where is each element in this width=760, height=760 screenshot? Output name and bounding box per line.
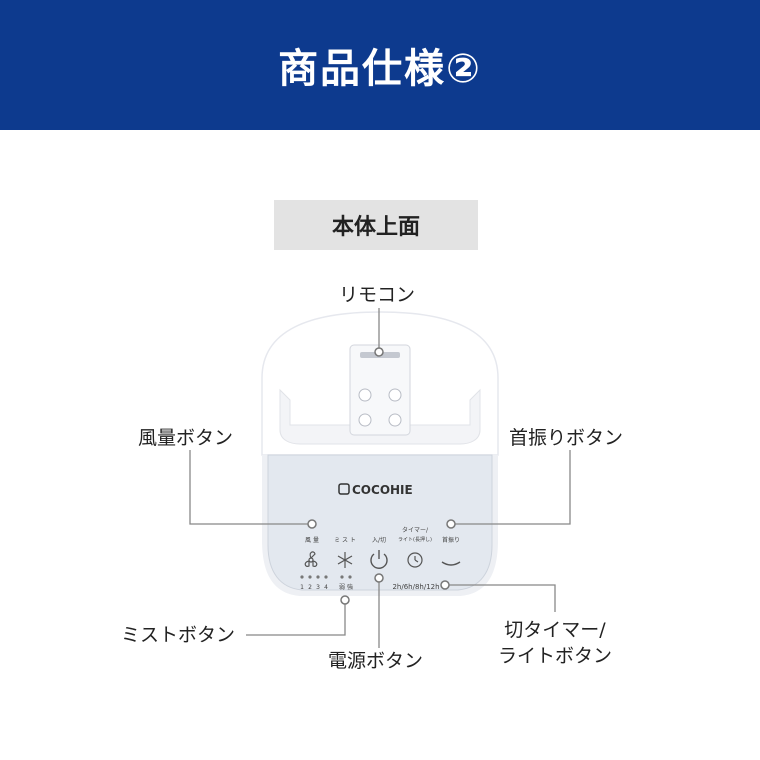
timer-light-icon[interactable] [407,552,423,568]
swing-icon[interactable] [441,561,461,566]
remote-control [349,344,411,436]
control-panel [267,454,493,591]
fan-level-3: 3 [316,584,320,591]
mist-level-weak: 弱 [339,584,345,591]
callout-mist-button: ミストボタン [121,624,236,646]
fan-level-indicators [300,575,352,579]
callout-timer-light-line1: 切タイマー/ [504,619,606,641]
callout-remote: リモコン [339,284,416,306]
timer-options-label: 2h/6h/8h/12h [392,583,439,591]
power-label: 入/切 [372,537,386,544]
section-label: 本体上面 [274,200,478,250]
fan-level-1: 1 [300,584,304,591]
mist-icon[interactable] [337,552,353,568]
brand-logo-text: COCOHIE [352,483,413,497]
swing-label: 首振り [442,536,460,544]
callout-swing-button: 首振りボタン [509,427,624,449]
remote-button-3 [358,413,372,427]
remote-button-2 [388,388,402,402]
header-bar: 商品仕様② [0,0,760,130]
remote-button-1 [358,388,372,402]
remote-button-4 [388,413,402,427]
callout-dots [307,347,456,605]
timer-light-label-line2: ライト(長押し) [398,536,432,543]
power-icon[interactable] [370,550,388,569]
fan-level-4: 4 [324,584,328,591]
remote-dock [279,388,481,445]
fan-speed-label: 風 量 [305,537,319,544]
callout-power-button: 電源ボタン [328,650,424,672]
section-label-text: 本体上面 [331,215,420,240]
brand-logo-mark [338,483,350,495]
mist-label: ミ ス ト [334,537,356,544]
callout-fan-speed-button: 風量ボタン [138,427,234,449]
fan-level-2: 2 [308,584,312,591]
callout-timer-light-line2: ライトボタン [497,645,612,667]
page-title: 商品仕様② [278,46,482,92]
fan-icon[interactable] [304,551,318,567]
callout-lines [189,308,571,648]
mist-level-strong: 強 [347,583,353,591]
callout-timer-light-button: 切タイマー/ ライトボタン [485,617,625,669]
timer-light-label-line1: タイマー/ [402,526,429,534]
